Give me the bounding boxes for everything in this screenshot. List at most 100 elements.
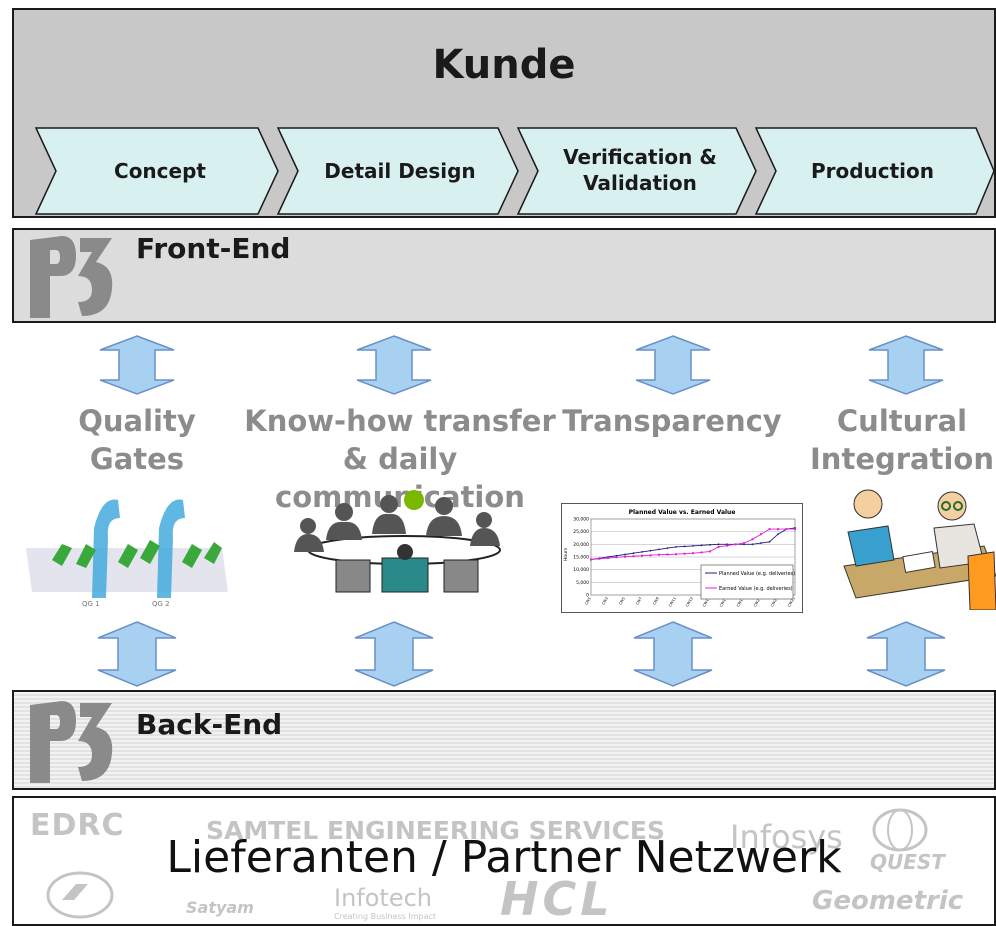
logo-hcl: HCL bbox=[500, 872, 614, 926]
chart-point bbox=[785, 528, 788, 531]
topic-knowhow-line3: communication bbox=[275, 480, 525, 514]
upper-arrow-quality bbox=[99, 335, 175, 395]
logo-satyam: Satyam bbox=[186, 898, 254, 917]
chart-point bbox=[777, 533, 779, 536]
chart-point bbox=[751, 543, 754, 546]
chart-ytick-label: 20,000 bbox=[573, 542, 589, 548]
chart-point bbox=[700, 544, 703, 547]
chart-ylabel: Hours bbox=[563, 547, 569, 561]
lower-arrows bbox=[97, 621, 946, 687]
chart-xtick-label: CW7 bbox=[635, 597, 643, 606]
frontend-band bbox=[12, 228, 996, 323]
chart-ytick-label: 15,000 bbox=[573, 555, 589, 561]
chart-ytick-label: 10,000 bbox=[573, 567, 589, 573]
chart-xtick-label: CW9 bbox=[652, 596, 660, 606]
chart-xtick-label: CW5 bbox=[618, 597, 626, 606]
chart-point bbox=[726, 544, 728, 547]
topic-knowhow: Know-how transfer & daily communication bbox=[244, 402, 556, 516]
cultural-image bbox=[843, 489, 996, 610]
upper-arrow-knowhow bbox=[356, 335, 432, 395]
lnt-logo-icon bbox=[46, 871, 114, 919]
legend-planned: Planned Value (e.g. deliveries) bbox=[719, 571, 795, 577]
chart-point bbox=[700, 551, 703, 554]
chart-point bbox=[658, 548, 660, 551]
backend-label: Back-End bbox=[136, 708, 283, 741]
chart-point bbox=[632, 552, 635, 555]
chart-xtick-label: CW17 bbox=[719, 597, 728, 608]
chart-point bbox=[675, 553, 677, 556]
quality-gates-image: QG 1 QG 2 bbox=[26, 499, 228, 608]
phase-chevron-concept bbox=[34, 127, 279, 215]
chart-ytick-label: 0 bbox=[586, 593, 589, 599]
logo-infosys: Infosys bbox=[730, 818, 843, 856]
phase-chevrons bbox=[34, 127, 995, 215]
chart-point bbox=[777, 528, 779, 531]
svg-text:QG 1: QG 1 bbox=[82, 600, 100, 608]
chart-point bbox=[743, 542, 745, 545]
logo-quest: QUEST bbox=[870, 850, 945, 874]
topic-quality-gates: Quality Gates bbox=[62, 402, 212, 478]
chart-point bbox=[683, 552, 686, 555]
chart-point bbox=[666, 553, 669, 556]
chart-point bbox=[751, 538, 754, 541]
meeting-image bbox=[294, 490, 501, 593]
lower-arrow-transparency bbox=[633, 621, 713, 687]
topic-transparency: Transparency bbox=[560, 402, 784, 440]
customer-title: Kunde bbox=[432, 42, 576, 88]
chart-point bbox=[632, 555, 635, 558]
chart-point bbox=[675, 545, 677, 548]
chart-point bbox=[717, 543, 720, 546]
topic-quality-line1: Quality bbox=[78, 404, 196, 438]
chart-ytick-label: 5,000 bbox=[576, 580, 589, 586]
chart-xtick-label: CW25 bbox=[787, 597, 796, 608]
quest-globe-icon bbox=[872, 808, 928, 852]
legend-earned: Earned Value (e.g. deliveries) bbox=[719, 586, 793, 592]
chart-point bbox=[615, 554, 618, 557]
chart-point bbox=[768, 528, 771, 531]
chart-point bbox=[658, 553, 660, 556]
topic-knowhow-line1: Know-how transfer bbox=[244, 404, 556, 438]
lower-arrow-cultural bbox=[866, 621, 946, 687]
chart-xtick-label: CW19 bbox=[736, 596, 745, 608]
chart-legend bbox=[700, 564, 794, 600]
chart-point bbox=[649, 549, 652, 552]
logo-edrc: EDRC bbox=[30, 808, 125, 843]
chart-point bbox=[794, 528, 796, 531]
p3-logo-frontend bbox=[30, 236, 113, 318]
logo-samtel: SAMTEL ENGINEERING SERVICES bbox=[206, 816, 666, 845]
p3-logo-backend bbox=[30, 701, 113, 783]
chart-point bbox=[649, 554, 652, 557]
chart-point bbox=[760, 533, 762, 536]
chart-point bbox=[590, 558, 592, 561]
chart-point bbox=[709, 550, 711, 553]
chart-ytick-label: 25,000 bbox=[573, 529, 589, 535]
chart-xtick-label: CW13 bbox=[685, 597, 694, 608]
topic-transparency-line1: Transparency bbox=[562, 404, 782, 438]
svg-text:QG 2: QG 2 bbox=[152, 600, 170, 608]
phase-label-verification: Verification & Validation bbox=[563, 145, 717, 195]
chart-point bbox=[598, 557, 601, 560]
logo-geometric: Geometric bbox=[812, 886, 964, 916]
topic-knowhow-line2: & daily bbox=[342, 442, 458, 476]
chart-point bbox=[615, 556, 618, 559]
logo-infotech-tagline: Creating Business Impact bbox=[334, 912, 437, 921]
chart-ytick-label: 30,000 bbox=[573, 517, 589, 523]
chart-point bbox=[709, 543, 711, 546]
chart-point bbox=[692, 552, 694, 555]
chart-point bbox=[624, 553, 626, 556]
logo-infotech: Infotech bbox=[334, 884, 433, 912]
chart-xtick-label: CW11 bbox=[668, 597, 677, 608]
chart-point bbox=[641, 554, 643, 557]
topic-cultural: Cultural Integration bbox=[808, 402, 996, 478]
chart-point bbox=[692, 544, 694, 547]
chart-xtick-label: CW21 bbox=[753, 597, 762, 608]
topic-quality-line2: Gates bbox=[89, 442, 185, 476]
chart-point bbox=[760, 542, 762, 544]
chart-point bbox=[624, 555, 626, 558]
chart-xtick-label: CW3 bbox=[601, 597, 609, 606]
chart-point bbox=[683, 545, 686, 548]
lower-arrow-knowhow bbox=[354, 621, 434, 687]
chart-title: Planned Value vs. Earned Value bbox=[629, 509, 736, 516]
phase-chevron-verification bbox=[516, 127, 757, 215]
chart-point bbox=[666, 547, 669, 550]
